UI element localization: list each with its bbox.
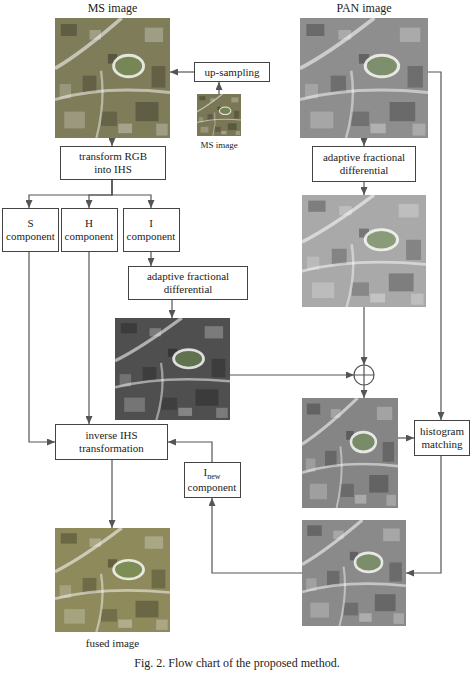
flow-line <box>171 300 172 318</box>
box-label: I component <box>127 217 176 242</box>
box-label: inverse IHS transformation <box>79 429 144 454</box>
process-box: up-sampling <box>194 62 270 82</box>
pan-image <box>300 18 428 138</box>
flow-arrow <box>168 442 212 462</box>
image-heading: PAN image <box>280 2 448 16</box>
sum-symbol <box>354 365 374 385</box>
figure-caption: Fig. 2. Flow chart of the proposed metho… <box>0 656 474 671</box>
flow-arrow <box>150 252 151 266</box>
box-label: component <box>188 481 237 493</box>
flow-arrow <box>89 180 112 208</box>
flow-arrow <box>170 71 194 72</box>
box-label: histogram matching <box>420 425 464 450</box>
flow-line <box>363 307 364 365</box>
image-panel: PAN image <box>300 2 428 138</box>
image-panel: MS image <box>197 94 241 150</box>
process-box: histogram matching <box>414 420 470 456</box>
ms-image <box>55 18 170 138</box>
flow-arrow <box>111 138 112 146</box>
flow-arrow <box>29 180 112 208</box>
process-box: inverse IHS transformation <box>55 424 168 460</box>
flow-arrow <box>29 252 55 442</box>
process-box: adaptive fractional differential <box>312 146 416 182</box>
flow-arrow <box>111 460 112 528</box>
image-label: MS image <box>177 140 261 150</box>
process-box: I component <box>123 208 180 252</box>
flow-arrow <box>218 82 219 94</box>
flow-arrow <box>363 138 364 146</box>
flow-line <box>212 498 302 573</box>
flow-arrow <box>428 72 441 420</box>
image-panel: MS image <box>55 2 170 138</box>
flow-arrow <box>112 180 151 208</box>
process-box: Inewcomponent <box>184 462 241 498</box>
box-label: up-sampling <box>205 66 260 78</box>
flow-arrow <box>88 252 89 424</box>
flow-line <box>398 437 414 438</box>
box-label: adaptive fractional differential <box>147 270 229 295</box>
small-ms-image <box>197 94 241 136</box>
box-label: I <box>203 466 207 478</box>
box-label: adaptive fractional differential <box>323 151 405 176</box>
box-label: H component <box>65 217 114 242</box>
flow-line <box>363 385 364 398</box>
flow-line <box>363 182 364 195</box>
box-label: transform RGB into IHS <box>79 150 147 175</box>
process-box: transform RGB into IHS <box>60 146 166 180</box>
flow-line <box>230 374 354 375</box>
box-label: S component <box>6 217 55 242</box>
process-box: adaptive fractional differential <box>128 266 248 300</box>
image-panel: fused image <box>55 528 170 650</box>
box-label: new <box>207 472 220 481</box>
pan-differential-image <box>302 195 426 307</box>
process-box: S component <box>2 208 59 252</box>
sum-image <box>302 398 398 508</box>
image-heading: MS image <box>35 2 190 16</box>
process-box: H component <box>61 208 118 252</box>
matched-image <box>302 520 406 626</box>
fused-image <box>55 528 170 632</box>
intensity-differential-image <box>115 318 230 420</box>
flow-line <box>406 456 441 573</box>
image-label: fused image <box>35 637 190 650</box>
